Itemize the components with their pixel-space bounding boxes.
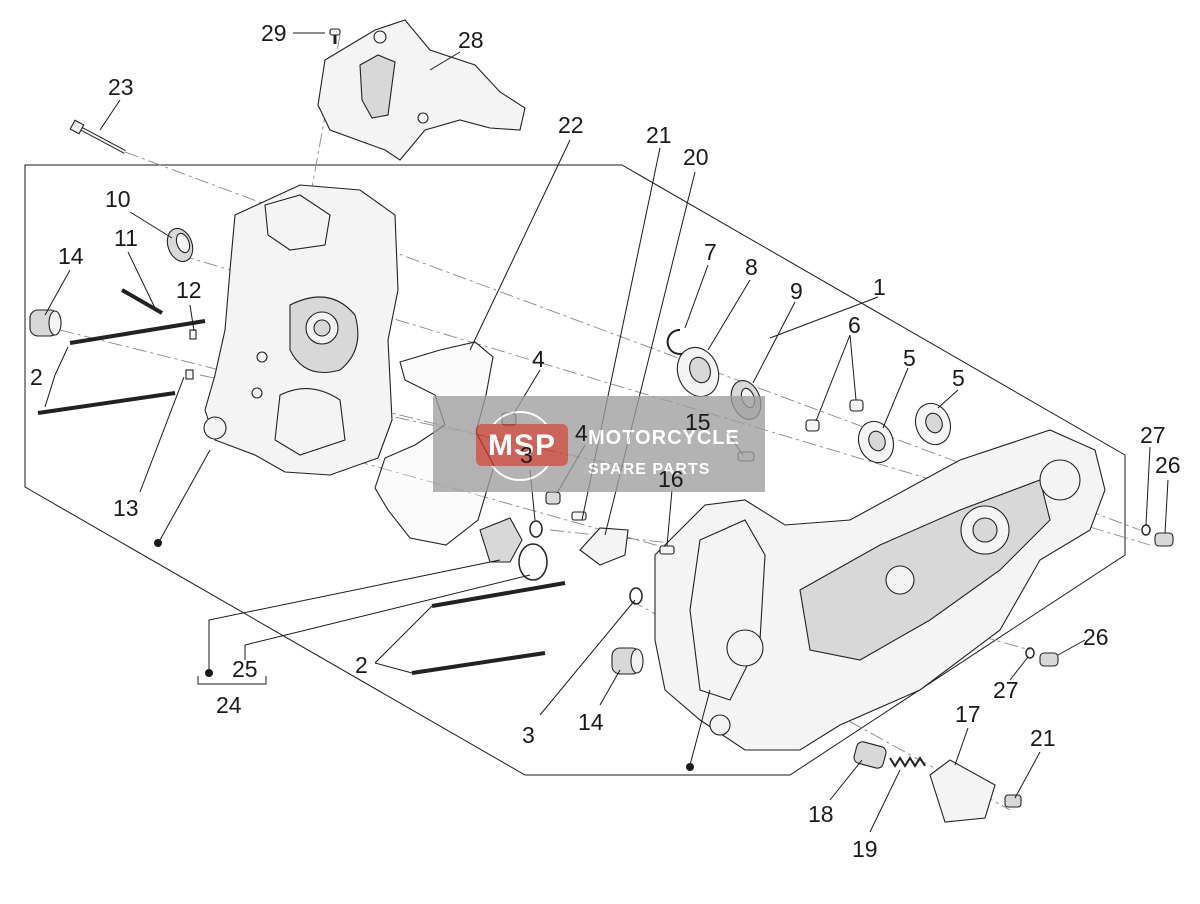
callout-3: 3	[520, 442, 533, 468]
callout-22: 22	[558, 112, 584, 138]
spring-19	[889, 756, 926, 768]
callout-12: 12	[176, 277, 202, 303]
long-bolt-23	[69, 119, 126, 154]
leader-lines	[44, 32, 1169, 833]
watermark-badge: MSP	[488, 429, 556, 462]
callout-4: 4	[532, 346, 545, 372]
callout-20: 20	[683, 144, 709, 170]
assembly-dot	[154, 539, 162, 547]
callout-13: 13	[113, 495, 139, 521]
o-ring-3a	[529, 520, 543, 538]
callout-5: 5	[952, 365, 965, 391]
screw-16	[659, 545, 675, 555]
plug-26-right	[1154, 532, 1174, 547]
callout-11: 11	[114, 225, 138, 251]
callout-24: 24	[216, 692, 242, 718]
bearing-5b	[914, 402, 952, 446]
callout-10: 10	[105, 186, 131, 212]
dowel-6b	[849, 399, 864, 412]
callout-15: 15	[685, 409, 711, 435]
screw-29	[329, 28, 341, 44]
assembly-outline	[24, 164, 1126, 776]
callout-23: 23	[108, 74, 134, 100]
studs-2-lower	[411, 581, 566, 675]
callout-27: 27	[1140, 422, 1166, 448]
o-ring-large	[518, 543, 548, 581]
washer-27-right	[1141, 524, 1151, 536]
callout-7: 7	[704, 239, 717, 265]
callout-29: 29	[261, 20, 287, 46]
bolt-21-lower	[1004, 794, 1022, 808]
bearing-8	[676, 346, 720, 398]
callout-21: 21	[1030, 725, 1056, 751]
callout-2: 2	[355, 652, 368, 678]
bracket-17	[929, 759, 996, 823]
callout-16: 16	[658, 466, 684, 492]
pin-13	[185, 369, 194, 380]
watermark: MSP MOTORCYCLE SPARE PARTS	[433, 396, 765, 492]
watermark-line1: MOTORCYCLE	[588, 427, 740, 449]
dowel-4b	[545, 491, 561, 505]
callout-1: 1	[873, 274, 886, 300]
callout-25: 25	[232, 656, 258, 682]
spacer-18	[853, 741, 887, 769]
callout-17: 17	[955, 701, 981, 727]
callout-5: 5	[903, 345, 916, 371]
plug-26-lower	[1039, 652, 1059, 667]
callout-8: 8	[745, 254, 758, 280]
callout-2: 2	[30, 364, 43, 390]
bracket-21-top	[579, 527, 629, 566]
callout-27: 27	[993, 677, 1019, 703]
washer-27-lower	[1025, 647, 1035, 659]
pin-12	[189, 329, 197, 340]
callout-21: 21	[646, 122, 672, 148]
callout-18: 18	[808, 801, 834, 827]
bearing-5a	[857, 420, 895, 464]
assembly-dot	[686, 763, 694, 771]
dowel-pin-11	[121, 288, 163, 315]
callout-labels: 1 2 2 3 3 4 4 5 5 6 7 8 9 10 11 12 13 14…	[30, 20, 1181, 862]
callout-14: 14	[58, 243, 84, 269]
cylinder-top-cover	[317, 19, 526, 161]
right-crankcase-half	[654, 429, 1106, 751]
o-ring-3b	[629, 587, 643, 605]
bush-14-lower	[611, 647, 644, 675]
callout-26: 26	[1083, 624, 1109, 650]
callout-26: 26	[1155, 452, 1181, 478]
bush-14-left	[29, 309, 62, 337]
callout-14: 14	[578, 709, 604, 735]
oil-strainer	[479, 517, 523, 563]
callout-9: 9	[790, 278, 803, 304]
left-crankcase-half	[203, 184, 399, 476]
callout-6: 6	[848, 312, 861, 338]
callout-28: 28	[458, 27, 484, 53]
dowel-6a	[805, 419, 820, 432]
watermark-badge-bg	[476, 424, 568, 466]
oil-seal-10	[166, 227, 194, 263]
watermark-line2: SPARE PARTS	[588, 461, 710, 478]
studs-2-left	[37, 319, 206, 415]
callout-3: 3	[522, 722, 535, 748]
callout-4: 4	[575, 420, 588, 446]
callout-19: 19	[852, 836, 878, 862]
